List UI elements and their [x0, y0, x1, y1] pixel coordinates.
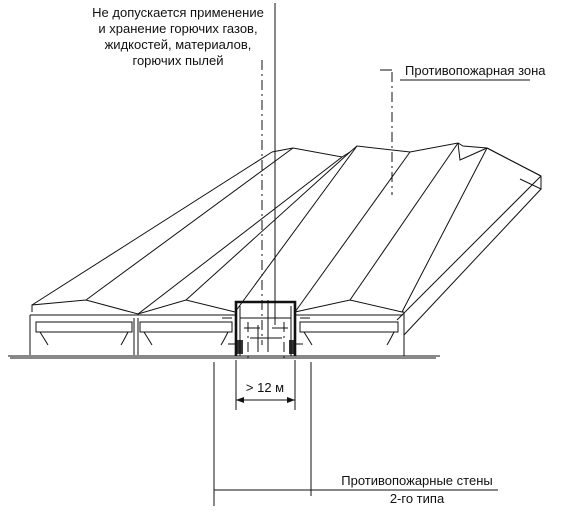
fire-walls-label-line-1: Противопожарные стены [341, 473, 492, 488]
restriction-note-line-4: горючих пылей [133, 53, 224, 68]
fire-walls-leader [213, 362, 498, 506]
fire-zone-callout: Противопожарная зона [380, 63, 546, 195]
fire-gap [222, 300, 310, 360]
restriction-note-line-1: Не допускается применение [92, 5, 264, 20]
greenhouse-block [8, 142, 542, 359]
restriction-leader [261, 3, 276, 345]
gap-dimension-label: > 12 м [246, 380, 284, 395]
fire-zone-label: Противопожарная зона [405, 63, 546, 78]
fire-walls-label-line-2: 2-го типа [390, 491, 445, 506]
gap-dimension: > 12 м [235, 360, 296, 410]
restriction-note-line-3: жидкостей, материалов, [105, 37, 252, 52]
restriction-note-line-2: и хранение горючих газов, [98, 21, 257, 36]
